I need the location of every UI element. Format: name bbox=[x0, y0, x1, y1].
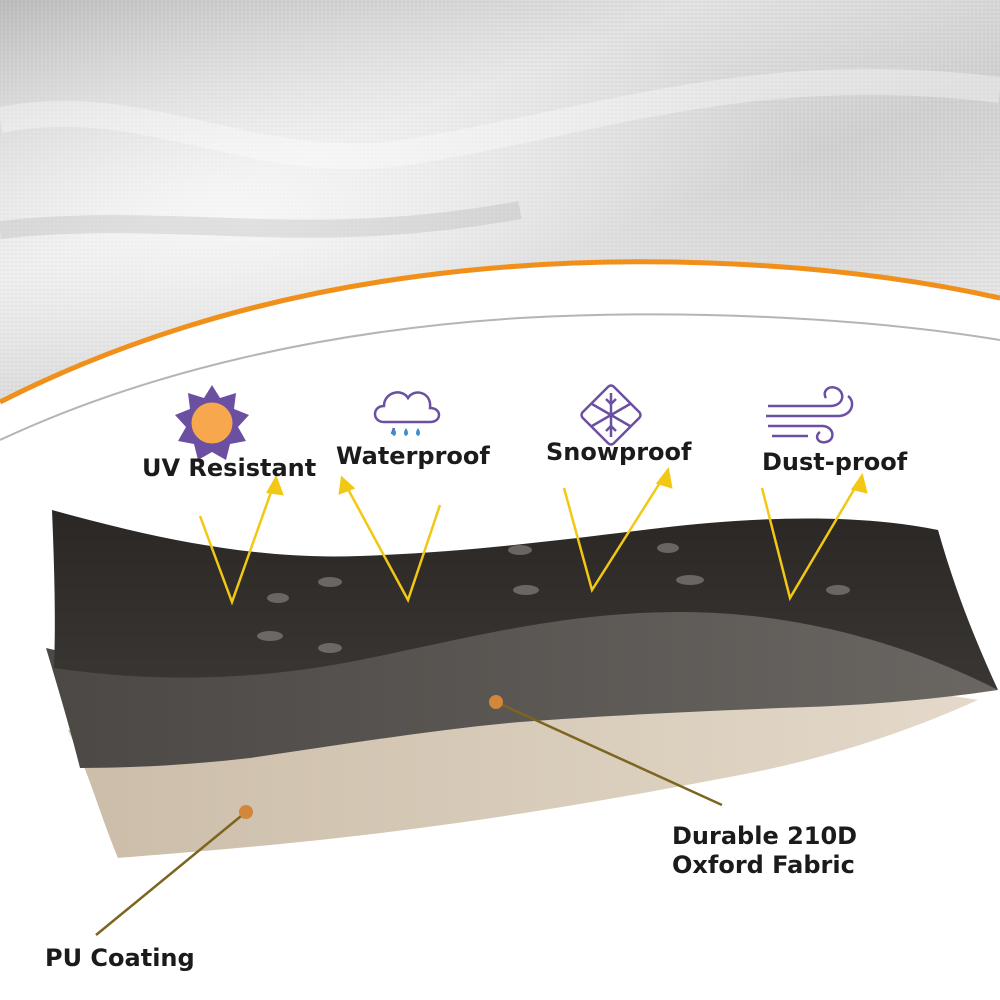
oxford-fabric-layer bbox=[52, 510, 998, 690]
dust-proof-label: Dust-proof bbox=[762, 448, 908, 476]
silver-fabric-background bbox=[0, 0, 1000, 400]
layer-leader-lines bbox=[95, 695, 723, 936]
orange-accent-curve bbox=[0, 259, 1000, 405]
oxford-fabric-label: Durable 210D Oxford Fabric bbox=[672, 822, 857, 880]
rain-cloud-icon bbox=[373, 391, 441, 436]
waterproof-label: Waterproof bbox=[336, 442, 490, 470]
pu-coating-label: PU Coating bbox=[45, 944, 195, 972]
snowflake-icon bbox=[580, 384, 642, 446]
water-droplets bbox=[257, 543, 850, 653]
snowproof-label: Snowproof bbox=[546, 438, 692, 466]
middle-gray-layer bbox=[46, 610, 998, 768]
feature-pointers bbox=[198, 466, 868, 606]
gray-accent-curve bbox=[0, 313, 1000, 441]
sun-icon bbox=[175, 385, 249, 460]
oxford-fabric-label-line1: Durable 210D bbox=[672, 822, 858, 850]
oxford-fabric-label-line2: Oxford Fabric bbox=[672, 850, 855, 879]
wind-icon bbox=[766, 386, 854, 444]
uv-resistant-label: UV Resistant bbox=[142, 454, 317, 482]
